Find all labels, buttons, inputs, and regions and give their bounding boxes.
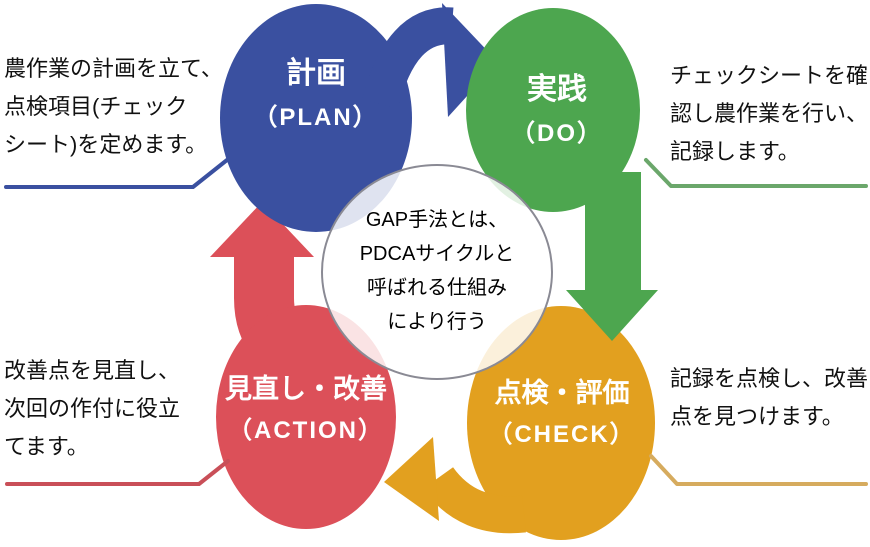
center-description-line: により行う: [387, 311, 487, 333]
check-note-callout-line: [649, 454, 868, 486]
center-description: GAP手法とは、 PDCAサイクルと 呼ばれる仕組み により行う: [360, 203, 515, 339]
plan-circle: [220, 4, 412, 232]
plan-note-callout-line: [4, 158, 229, 189]
check-note-line: 点を見つけます。: [670, 404, 844, 429]
check-label-en: （CHECK）: [488, 421, 636, 449]
do-label: 実践 （DO）: [511, 72, 603, 148]
do-to-check-arrow: [566, 172, 658, 341]
check-circle: [467, 306, 655, 540]
action-circle: [216, 305, 396, 529]
check-note-line: 記録を点検し、改善: [670, 366, 869, 391]
check-to-action-arrowhead: [384, 437, 439, 521]
action-to-plan-arrowhead: [210, 202, 314, 257]
plan-label-jp: 計画: [286, 57, 346, 90]
action-note-line: 改善点を見直し、: [4, 358, 181, 383]
action-note-line: てます。: [4, 434, 89, 459]
do-note-line: 認し農作業を行い、: [670, 101, 869, 126]
center-circle: [321, 164, 553, 380]
do-circle: [466, 8, 640, 212]
do-note: チェックシートを確 認し農作業を行い、 記録します。: [670, 57, 868, 171]
do-note-callout-line: [644, 158, 868, 188]
plan-label: 計画 （PLAN）: [253, 56, 378, 132]
plan-label-en: （PLAN）: [253, 104, 379, 131]
check-to-action-arrow-body: [422, 466, 526, 534]
plan-note-line: シート)を定めます。: [4, 132, 208, 157]
action-label: 見直し・改善 （ACTION）: [225, 373, 387, 445]
plan-note: 農作業の計画を立て、 点検項目(チェック シート)を定めます。: [4, 50, 223, 164]
do-note-line: 記録します。: [670, 139, 800, 164]
center-description-line: GAP手法とは、: [365, 209, 509, 231]
plan-to-do-arrowhead: [442, 3, 498, 117]
center-description-line: 呼ばれる仕組み: [366, 277, 507, 299]
plan-note-line: 農作業の計画を立て、: [4, 56, 223, 81]
check-label-jp: 点検・評価: [494, 378, 630, 408]
check-label: 点検・評価 （CHECK）: [488, 377, 635, 449]
action-label-en: （ACTION）: [228, 417, 384, 445]
do-label-jp: 実践: [527, 73, 587, 106]
action-note-line: 次回の作付に役立: [4, 396, 181, 421]
action-note-callout-line: [5, 459, 230, 486]
plan-note-line: 点検項目(チェック: [4, 94, 188, 119]
center-description-line: PDCAサイクルと: [359, 243, 515, 265]
action-note: 改善点を見直し、 次回の作付に役立 てます。: [4, 352, 180, 466]
action-label-jp: 見直し・改善: [225, 374, 387, 404]
plan-to-do-arrow-body: [362, 7, 454, 109]
do-note-line: チェックシートを確: [670, 63, 869, 88]
check-note: 記録を点検し、改善 点を見つけます。: [670, 360, 868, 436]
do-label-en: （DO）: [511, 120, 603, 147]
